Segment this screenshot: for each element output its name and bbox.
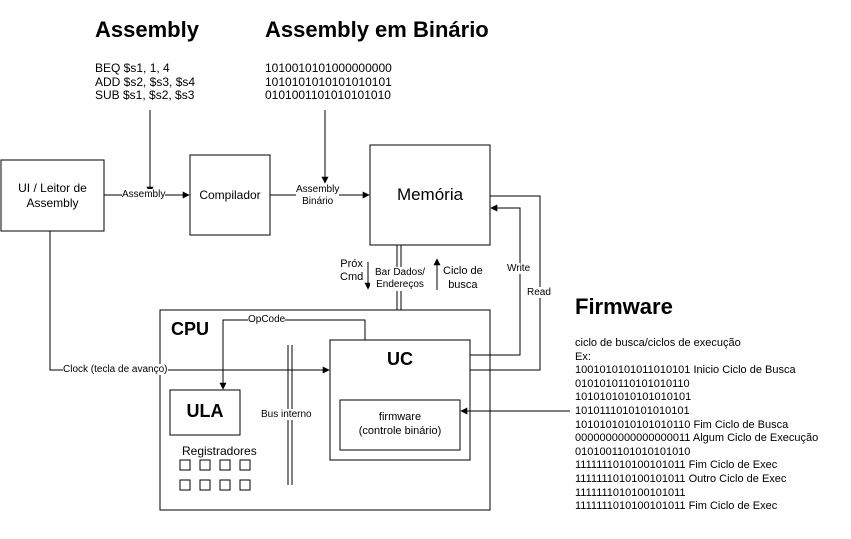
firmware-box	[339, 399, 461, 451]
register-cell	[199, 459, 211, 471]
assembly-title: Assembly	[95, 17, 199, 42]
assembly-line: BEQ $s1, 1, 4	[95, 61, 170, 75]
firmware-line: 1010111010101010101	[575, 404, 690, 417]
memory-label: Memória	[396, 185, 464, 204]
uc-label: UC	[387, 349, 413, 369]
register-cell	[179, 459, 191, 471]
edge-label-clock: Clock (tecla de avanço)	[63, 364, 168, 375]
cpu-label: CPU	[171, 319, 210, 339]
arrow-write	[470, 204, 521, 356]
compiler-label: Compilador	[199, 188, 261, 202]
ui-reader-box	[0, 159, 105, 232]
binary-code: 1010010101000000000 1010101010101010101 …	[265, 61, 392, 103]
edge-label-ciclo-busca: Ciclo de busca	[443, 265, 483, 291]
firmware-box-label: firmware (controle binário)	[358, 411, 442, 437]
binary-line: 0101001101010101010	[265, 88, 391, 102]
edge-label-read: Read	[527, 287, 551, 298]
edge-label-bar-dados: Bar Dados/ Endereços	[370, 267, 430, 291]
firmware-line: 1010101010101010101	[575, 391, 692, 404]
firmware-line: Ex:	[575, 350, 591, 363]
firmware-line: 0101001101010101010	[575, 445, 691, 458]
arrow-read	[470, 195, 541, 371]
binary-title: Assembly em Binário	[265, 17, 489, 42]
compiler-box	[189, 154, 271, 236]
firmware-line: 0101010110101010110	[575, 377, 690, 390]
registers-label: Registradores	[182, 444, 257, 458]
edge-label-prox-cmd: Próx Cmd	[340, 258, 364, 283]
firmware-title: Firmware	[575, 294, 673, 319]
binary-line: 1010101010101010101	[265, 74, 392, 89]
assembly-line: ADD $s2, $s3, $s4	[95, 74, 196, 89]
firmware-line: 0000000000000000011 Algum Ciclo de Execu…	[575, 432, 819, 445]
firmware-line: 1001010101011010101 Inicio Ciclo de Busc…	[575, 364, 796, 377]
memory-box	[369, 144, 491, 246]
register-cell	[239, 479, 251, 491]
ula-label: ULA	[186, 401, 224, 421]
arrow-opcode	[219, 319, 366, 390]
edge-label-assembly: Assembly	[122, 189, 166, 200]
arrow-clock	[49, 231, 330, 374]
assembly-line: SUB $s1, $s2, $s3	[95, 88, 195, 102]
register-cell	[199, 479, 211, 491]
firmware-line: 1111111010100101011 Fim Ciclo de Exec	[575, 500, 778, 513]
assembly-code: BEQ $s1, 1, 4 ADD $s2, $s3, $s4 SUB $s1,…	[95, 61, 196, 103]
edge-label-bus-interno: Bus interno	[261, 409, 312, 420]
register-cell	[219, 479, 231, 491]
binary-line: 1010010101000000000	[265, 61, 392, 75]
registers-grid	[179, 459, 251, 491]
firmware-line: 1111111010100101011 Outro Ciclo de Exec	[575, 472, 787, 485]
register-cell	[219, 459, 231, 471]
ula-box	[169, 389, 241, 436]
register-cell	[239, 459, 251, 471]
edge-label-assembly-binario: Assembly Binário	[296, 184, 340, 208]
ui-reader-label: UI / Leitor de Assembly	[18, 181, 87, 210]
firmware-line: 1111111010100101011	[575, 486, 686, 499]
firmware-line: 1010101010101010110 Fim Ciclo de Busca	[575, 418, 789, 431]
firmware-listing: ciclo de busca/ciclos de execução Ex: 10…	[575, 337, 818, 514]
edge-label-write: Write	[507, 263, 531, 274]
firmware-line: 1111111010100101011 Fim Ciclo de Exec	[575, 459, 778, 472]
register-cell	[179, 479, 191, 491]
edge-label-opcode: OpCode	[248, 314, 286, 325]
firmware-line: ciclo de busca/ciclos de execução	[575, 337, 741, 349]
